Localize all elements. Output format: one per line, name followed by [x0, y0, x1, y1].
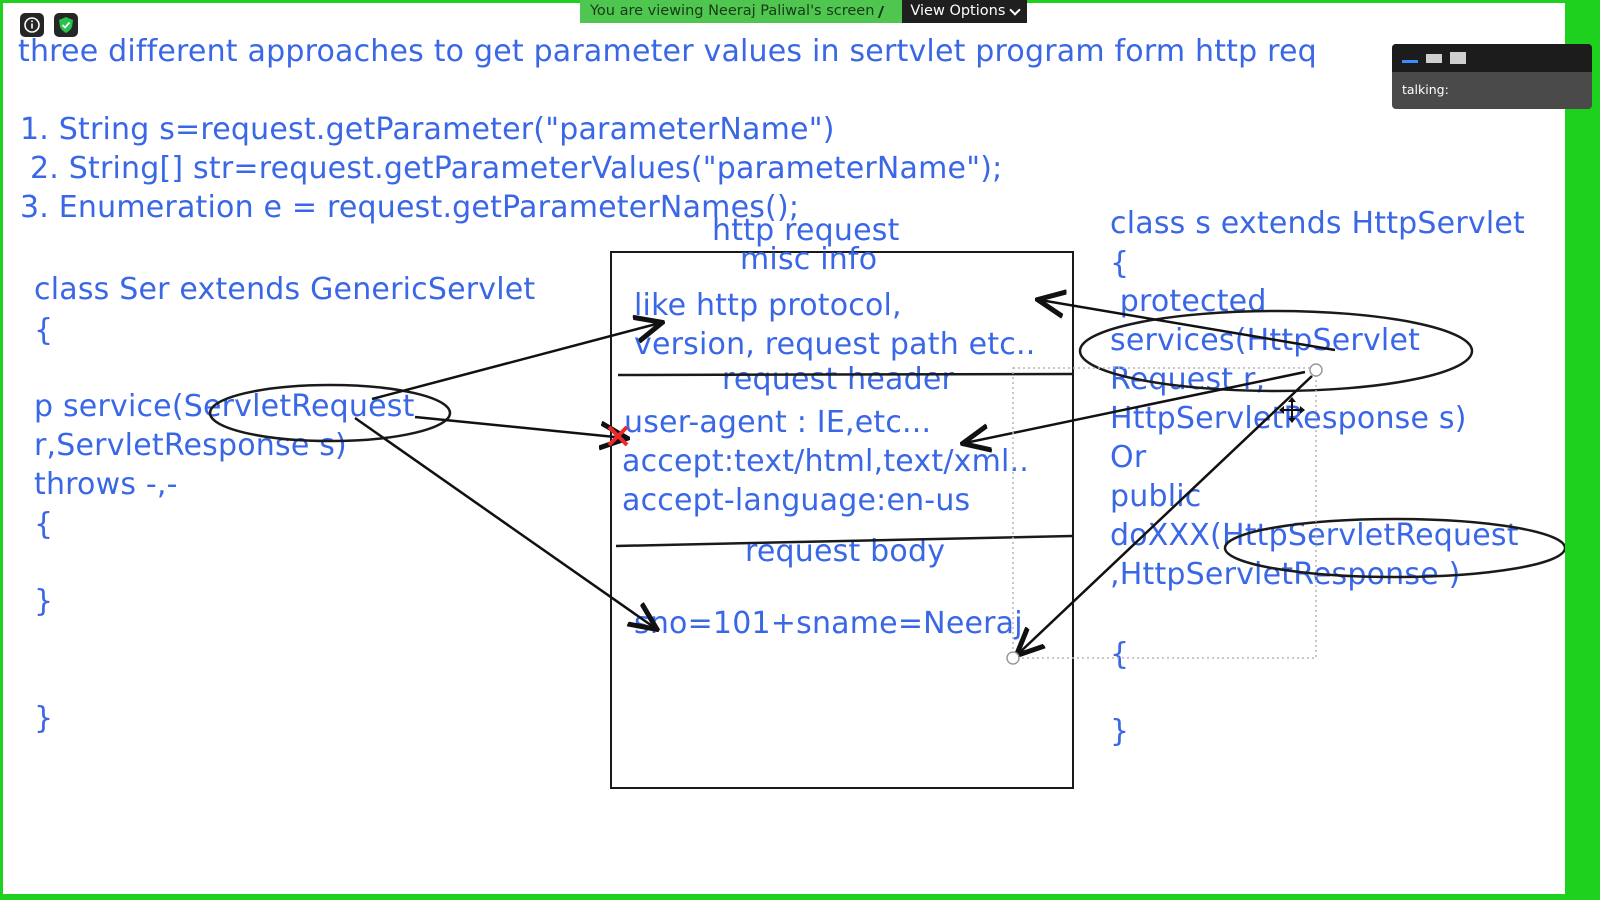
right-inner-close-brace: }	[1110, 714, 1130, 749]
header-body-divider	[615, 534, 1073, 548]
selection-handle-top[interactable]	[1309, 363, 1323, 377]
httpservletrequest-ellipse	[1223, 517, 1567, 579]
strip-view-button[interactable]	[1426, 53, 1442, 63]
service-method-line1: p service(ServletRequest	[34, 389, 415, 424]
left-open-brace: {	[34, 313, 54, 348]
header-accept-language: accept-language:en-us	[622, 483, 971, 518]
throws-clause: throws -,-	[34, 467, 178, 502]
arrow-to-misc-info	[371, 323, 660, 401]
services-ellipse	[1078, 309, 1474, 393]
arrow-right-to-request-header	[965, 370, 1306, 443]
selection-box[interactable]	[1012, 367, 1317, 659]
approach-3: 3. Enumeration e = request.getParameterN…	[20, 190, 800, 225]
header-user-agent: user-agent : IE,etc...	[624, 405, 932, 440]
or-keyword: Or	[1110, 440, 1147, 475]
screen-share-banner: You are viewing Neeraj Paliwal's screen …	[580, 0, 1028, 23]
doxxx-response-param: ,HttpServletResponse )	[1110, 557, 1461, 592]
misc-info-line1: like http protocol,	[634, 288, 902, 323]
services-response-param: HttpServletResponse s)	[1110, 401, 1467, 436]
approach-2: 2. String[] str=request.getParameterValu…	[30, 151, 1003, 186]
servletrequest-ellipse	[208, 383, 452, 443]
view-options-button[interactable]: View Options	[902, 0, 1028, 23]
close-x-icon	[607, 425, 629, 447]
misc-header-divider	[617, 372, 1073, 377]
doxxx-method-line: doXXX(HttpServletRequest	[1110, 518, 1519, 553]
request-body-content: sno=101+sname=Neeraj	[634, 606, 1023, 641]
misc-info-line2: version, request path etc..	[634, 327, 1036, 362]
left-inner-close-brace: }	[34, 584, 54, 619]
right-inner-open-brace: {	[1110, 637, 1130, 672]
selection-handle-bottom[interactable]	[1006, 651, 1020, 665]
move-cursor-icon	[1279, 397, 1305, 423]
chevron-down-icon	[1009, 3, 1022, 16]
arrow-right-to-misc-info	[1040, 300, 1336, 352]
view-layout-bar	[1392, 44, 1592, 72]
talking-label: talking:	[1402, 82, 1449, 97]
services-method-line: services(HttpServlet	[1110, 323, 1421, 358]
left-close-brace: }	[34, 701, 54, 736]
http-request-box	[610, 251, 1074, 789]
right-open-brace: {	[1110, 246, 1130, 281]
protected-keyword: protected	[1110, 284, 1267, 319]
service-method-line2: r,ServletResponse s)	[34, 428, 347, 463]
left-inner-open-brace: {	[34, 507, 54, 542]
viewing-message: You are viewing Neeraj Paliwal's screen	[590, 3, 875, 19]
microphone-icon	[878, 5, 895, 18]
generic-servlet-class: class Ser extends GenericServlet	[34, 272, 536, 307]
http-request-heading: http request	[712, 213, 900, 248]
minimize-view-button[interactable]	[1402, 59, 1418, 63]
arrow-to-request-body	[354, 416, 655, 628]
info-icon[interactable]	[20, 13, 44, 37]
slide-title: three different approaches to get parame…	[18, 34, 1317, 69]
request-header-title: request header	[722, 362, 955, 397]
full-view-button[interactable]	[1450, 52, 1466, 64]
approach-1: 1. String s=request.getParameter("parame…	[20, 112, 835, 147]
misc-info-heading: misc info	[740, 242, 878, 277]
view-options-label: View Options	[910, 3, 1006, 19]
arrow-to-request-header	[414, 415, 625, 438]
talking-panel: talking:	[1392, 44, 1592, 109]
viewing-banner: You are viewing Neeraj Paliwal's screen	[580, 0, 903, 23]
shield-check-icon[interactable]	[54, 13, 78, 37]
arrow-right-to-request-body	[1018, 375, 1313, 654]
http-servlet-class: class s extends HttpServlet	[1110, 206, 1525, 241]
